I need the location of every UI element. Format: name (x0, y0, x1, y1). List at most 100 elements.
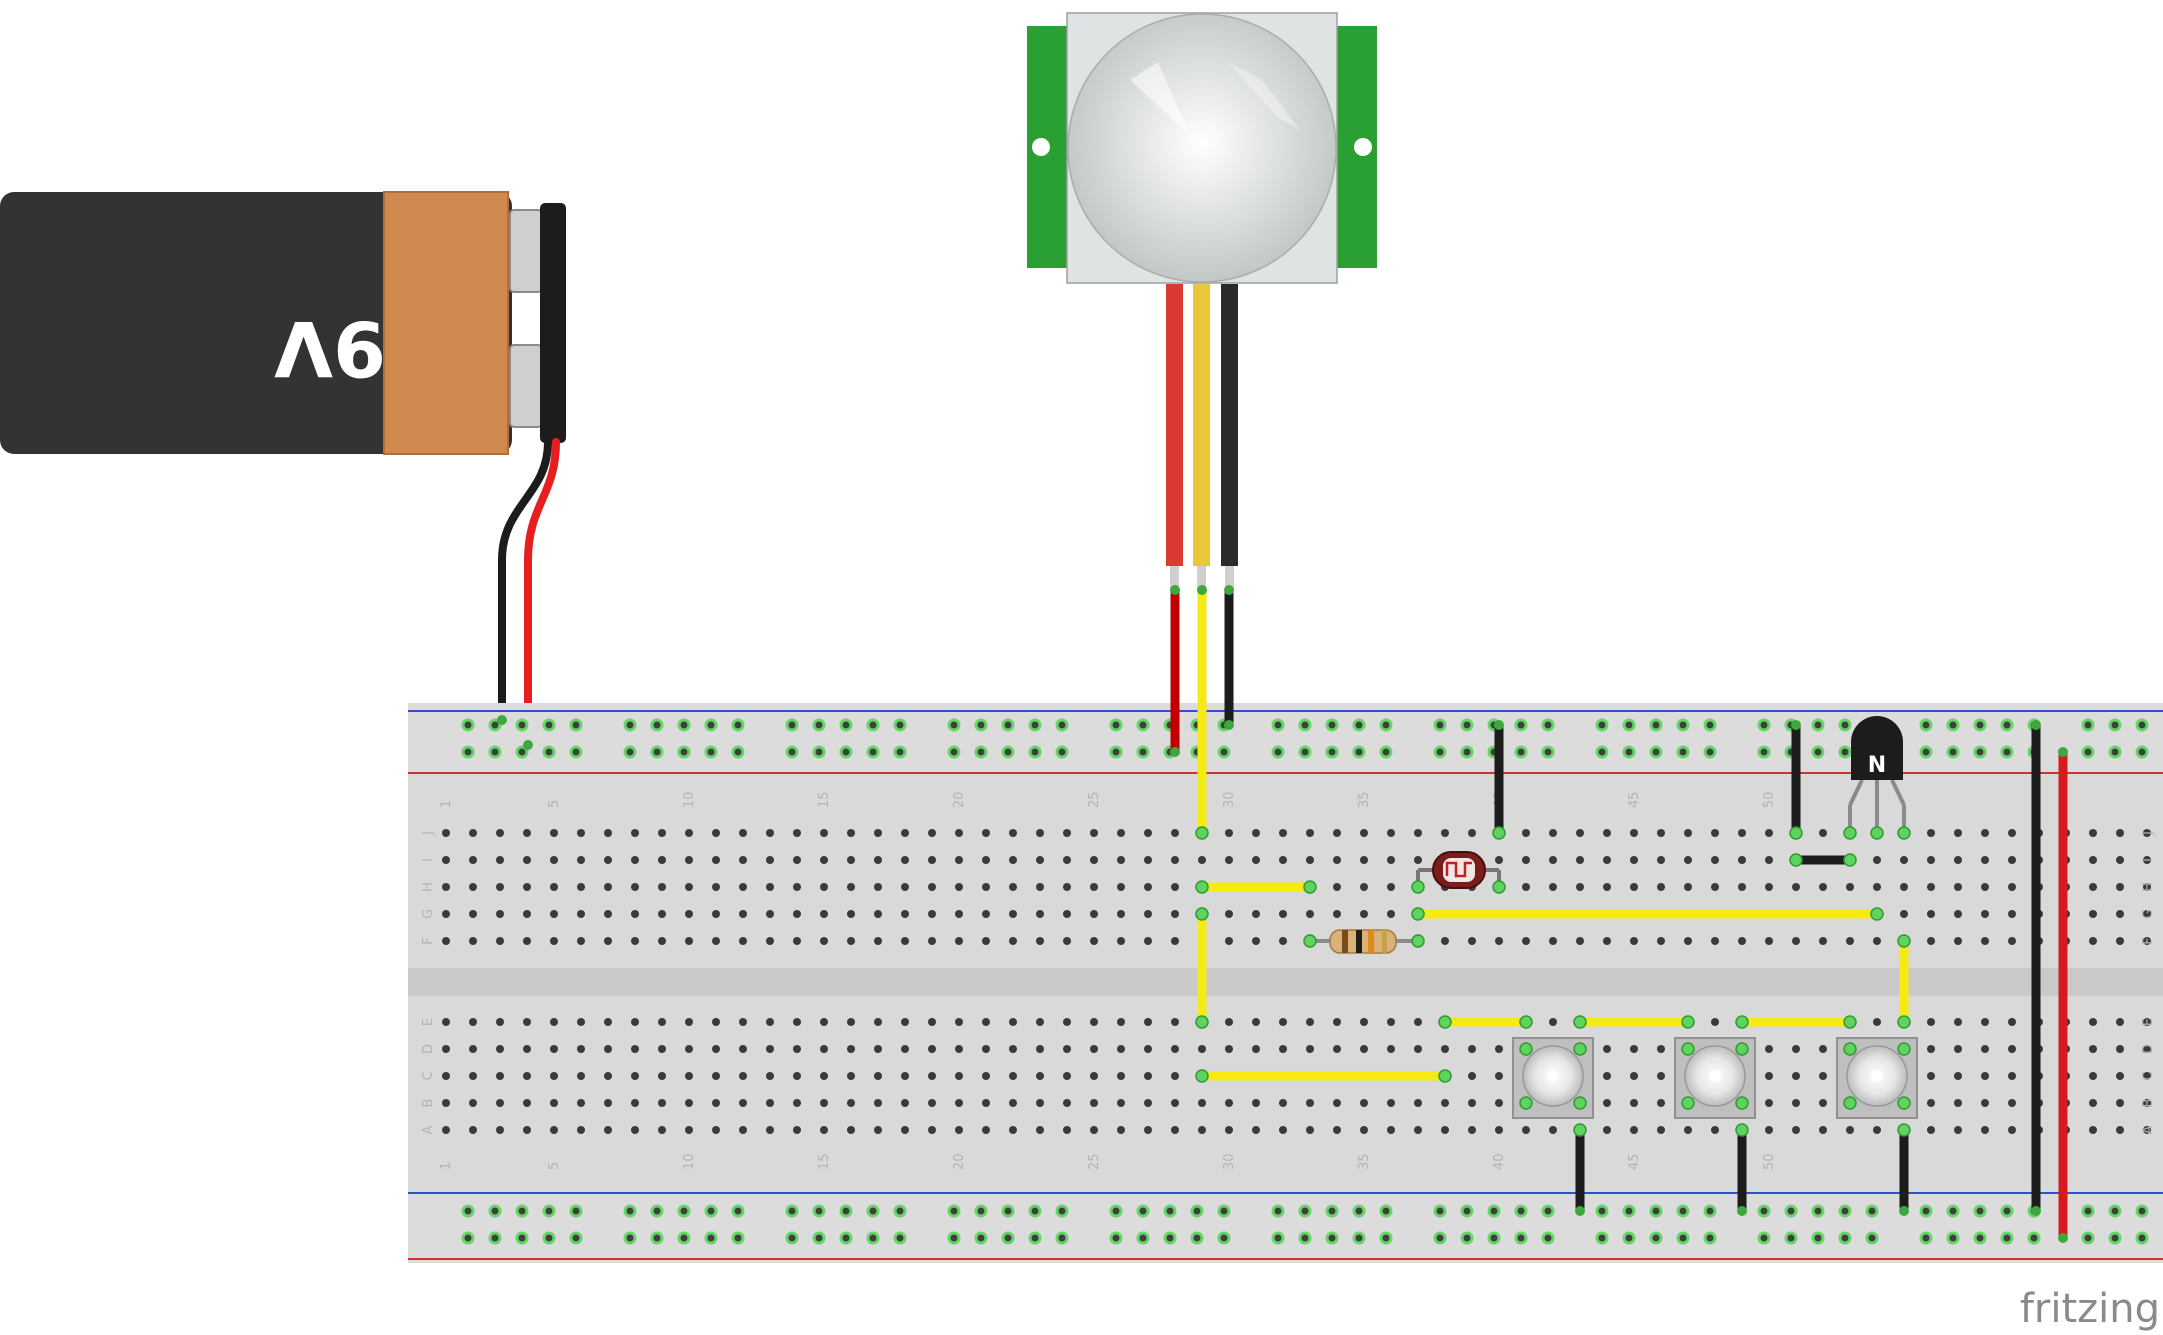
breadboard-hole (1684, 829, 1692, 837)
breadboard-hole (1495, 856, 1503, 864)
breadboard-hole (523, 1126, 531, 1134)
breadboard-hole (712, 829, 720, 837)
breadboard-hole (1090, 1018, 1098, 1026)
rail-hole (1109, 718, 1123, 732)
breadboard-hole (496, 856, 504, 864)
breadboard-hole (658, 1072, 666, 1080)
rail-hole (1001, 1231, 1015, 1245)
rail-hole (569, 745, 583, 759)
breadboard-hole (1657, 829, 1665, 837)
breadboard-hole (874, 937, 882, 945)
breadboard-hole (1414, 1126, 1422, 1134)
breadboard-hole (2089, 910, 2097, 918)
breadboard-hole (1927, 883, 1935, 891)
breadboard-hole (658, 883, 666, 891)
breadboard-hole (1171, 1045, 1179, 1053)
breadboard-hole (1009, 856, 1017, 864)
connected-hole (1843, 1015, 1857, 1029)
breadboard-hole (2008, 856, 2016, 864)
breadboard-hole (1954, 1099, 1962, 1107)
breadboard-holes (442, 718, 2151, 1245)
breadboard-hole (2008, 937, 2016, 945)
breadboard-hole (928, 829, 936, 837)
breadboard-hole (901, 910, 909, 918)
breadboard-hole (1117, 856, 1125, 864)
breadboard-hole (1090, 1072, 1098, 1080)
rail-hole (488, 1204, 502, 1218)
breadboard-hole (874, 1018, 882, 1026)
column-number: 35 (1357, 1153, 1372, 1170)
breadboard-hole (2116, 856, 2124, 864)
wire-end (2058, 747, 2068, 757)
breadboard-hole (1711, 937, 1719, 945)
rail-hole (1325, 1204, 1339, 1218)
breadboard-hole (766, 1099, 774, 1107)
breadboard-hole (577, 1099, 585, 1107)
breadboard-hole (523, 883, 531, 891)
column-number: 5 (547, 1162, 562, 1170)
connected-hole (1789, 826, 1803, 840)
rail-hole (1838, 1231, 1852, 1245)
breadboard-hole (1414, 1045, 1422, 1053)
breadboard-hole (1144, 883, 1152, 891)
breadboard-hole (793, 1072, 801, 1080)
breadboard-hole (2008, 1045, 2016, 1053)
rail-hole (488, 745, 502, 759)
breadboard-hole (2116, 1126, 2124, 1134)
breadboard-hole (2143, 910, 2151, 918)
rail-hole (1622, 1231, 1636, 1245)
breadboard-hole (1387, 1126, 1395, 1134)
breadboard-hole (928, 1099, 936, 1107)
breadboard-hole (1225, 1018, 1233, 1026)
rail-hole (1001, 1204, 1015, 1218)
rail-hole (2081, 745, 2095, 759)
breadboard-hole (2089, 1072, 2097, 1080)
rail-hole (1757, 1231, 1771, 1245)
breadboard-hole (793, 937, 801, 945)
breadboard-hole (1927, 1045, 1935, 1053)
breadboard-hole (1252, 1045, 1260, 1053)
rail-hole (1217, 1231, 1231, 1245)
connected-hole (1843, 853, 1857, 867)
connected-hole (1897, 934, 1911, 948)
breadboard-hole (820, 1099, 828, 1107)
breadboard-hole (550, 856, 558, 864)
breadboard-hole (550, 1018, 558, 1026)
breadboard-hole (1603, 829, 1611, 837)
rail-hole (1460, 1204, 1474, 1218)
breadboard-hole (1117, 937, 1125, 945)
rail-hole (1379, 718, 1393, 732)
breadboard-hole (2089, 1099, 2097, 1107)
breadboard-hole (550, 937, 558, 945)
wire-end (2031, 720, 2041, 730)
breadboard-hole (1819, 883, 1827, 891)
column-number: 20 (952, 791, 967, 808)
connected-hole (1303, 880, 1317, 894)
breadboard-hole (442, 856, 450, 864)
breadboard-hole (1063, 1072, 1071, 1080)
breadboard-hole (982, 1099, 990, 1107)
rail-hole (1649, 745, 1663, 759)
breadboard-hole (1036, 856, 1044, 864)
breadboard-hole (1144, 856, 1152, 864)
rail-hole (1001, 718, 1015, 732)
breadboard-hole (2116, 883, 2124, 891)
breadboard-hole (874, 1126, 882, 1134)
breadboard-hole (550, 1099, 558, 1107)
breadboard-hole (577, 829, 585, 837)
breadboard-hole (1576, 856, 1584, 864)
rail-hole (1379, 745, 1393, 759)
rail-hole (839, 718, 853, 732)
breadboard-hole (1954, 910, 1962, 918)
breadboard-hole (712, 910, 720, 918)
breadboard-hole (2089, 856, 2097, 864)
breadboard-hole (1063, 910, 1071, 918)
rail-hole (1811, 745, 1825, 759)
rail-hole (461, 718, 475, 732)
rail-hole (569, 718, 583, 732)
breadboard-hole (1036, 1045, 1044, 1053)
breadboard-hole (523, 856, 531, 864)
rail-hole (569, 1204, 583, 1218)
pir-dome (1067, 13, 1337, 283)
connected-hole (1303, 934, 1317, 948)
